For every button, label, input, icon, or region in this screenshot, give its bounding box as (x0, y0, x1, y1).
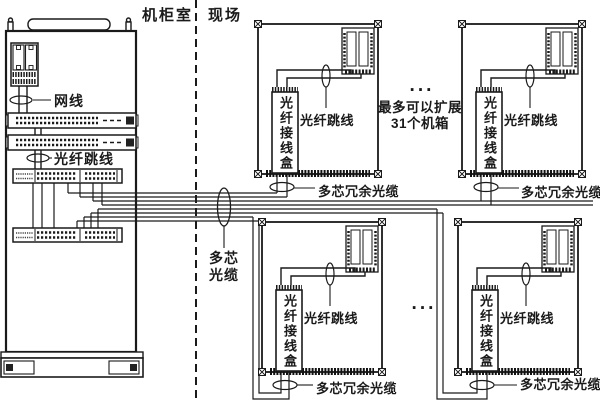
cabinet-base (0, 351, 144, 378)
junction-box-label-tr: 光纤接线盒 (482, 95, 497, 171)
server-cabinet (0, 17, 144, 378)
box-fiber-jumper-label-tl: 光纤跳线 (300, 113, 355, 128)
junction-box-label-tl: 光纤接线盒 (278, 95, 293, 171)
trunk-cable-label-line2: 光缆 (209, 267, 239, 283)
redundant-cable-label-tl: 多芯冗余光缆 (318, 184, 400, 199)
cable-sleeve-icon (272, 379, 298, 391)
box-fiber-jumper-label-tr: 光纤跳线 (504, 113, 559, 128)
ethernet-switch-1 (5, 112, 139, 129)
expansion-ellipsis-top: ··· (409, 80, 435, 101)
cabinet-bolt-icon (125, 17, 132, 32)
plc-controller (10, 42, 39, 87)
fiber-patch-panel-2 (12, 227, 123, 243)
cabinet-room-label: 机柜室 (142, 7, 194, 24)
ethernet-switch-2 (5, 134, 139, 151)
fiber-jumper-cables (34, 128, 42, 169)
junction-box-label-br: 光纤接线盒 (478, 293, 493, 369)
redundant-cable-label-br: 多芯冗余光缆 (520, 377, 600, 392)
cable-sleeve-icon (473, 181, 499, 193)
expansion-note-line1: 最多可以扩展 (378, 100, 462, 115)
trunk-cable-label: 多芯 光缆 (200, 250, 248, 284)
trunk-cable-label-line1: 多芯 (209, 250, 239, 266)
network-cable-label: 网线 (54, 93, 84, 109)
cabinet-lid (27, 18, 111, 31)
redundant-cable-bottom-left (252, 217, 290, 400)
cabinet-fiber-jumper-label: 光纤跳线 (54, 151, 114, 167)
cable-sleeve-icon (269, 181, 295, 193)
expansion-note-line2: 31个机箱 (390, 116, 450, 131)
cable-sleeve-icon (216, 187, 232, 227)
field-site-label: 现场 (208, 7, 243, 24)
fiber-patch-panel-1 (12, 168, 123, 184)
network-cables (18, 86, 28, 113)
box-fiber-jumper-label-bl: 光纤跳线 (304, 311, 359, 326)
cable-sleeve-icon (469, 379, 495, 391)
cable-sleeve-icon (9, 95, 33, 105)
expansion-note: 最多可以扩展 31个机箱 (368, 100, 472, 132)
junction-box-label-bl: 光纤接线盒 (282, 293, 297, 369)
cable-sleeves-and-leaders (269, 181, 519, 391)
expansion-ellipsis-bottom: ··· (411, 298, 437, 319)
redundant-cable-label-tr: 多芯冗余光缆 (521, 185, 600, 200)
cabinet-bolt-icon (7, 17, 14, 32)
redundant-cable-label-bl: 多芯冗余光缆 (316, 381, 398, 396)
box-fiber-jumper-label-br: 光纤跳线 (500, 311, 555, 326)
